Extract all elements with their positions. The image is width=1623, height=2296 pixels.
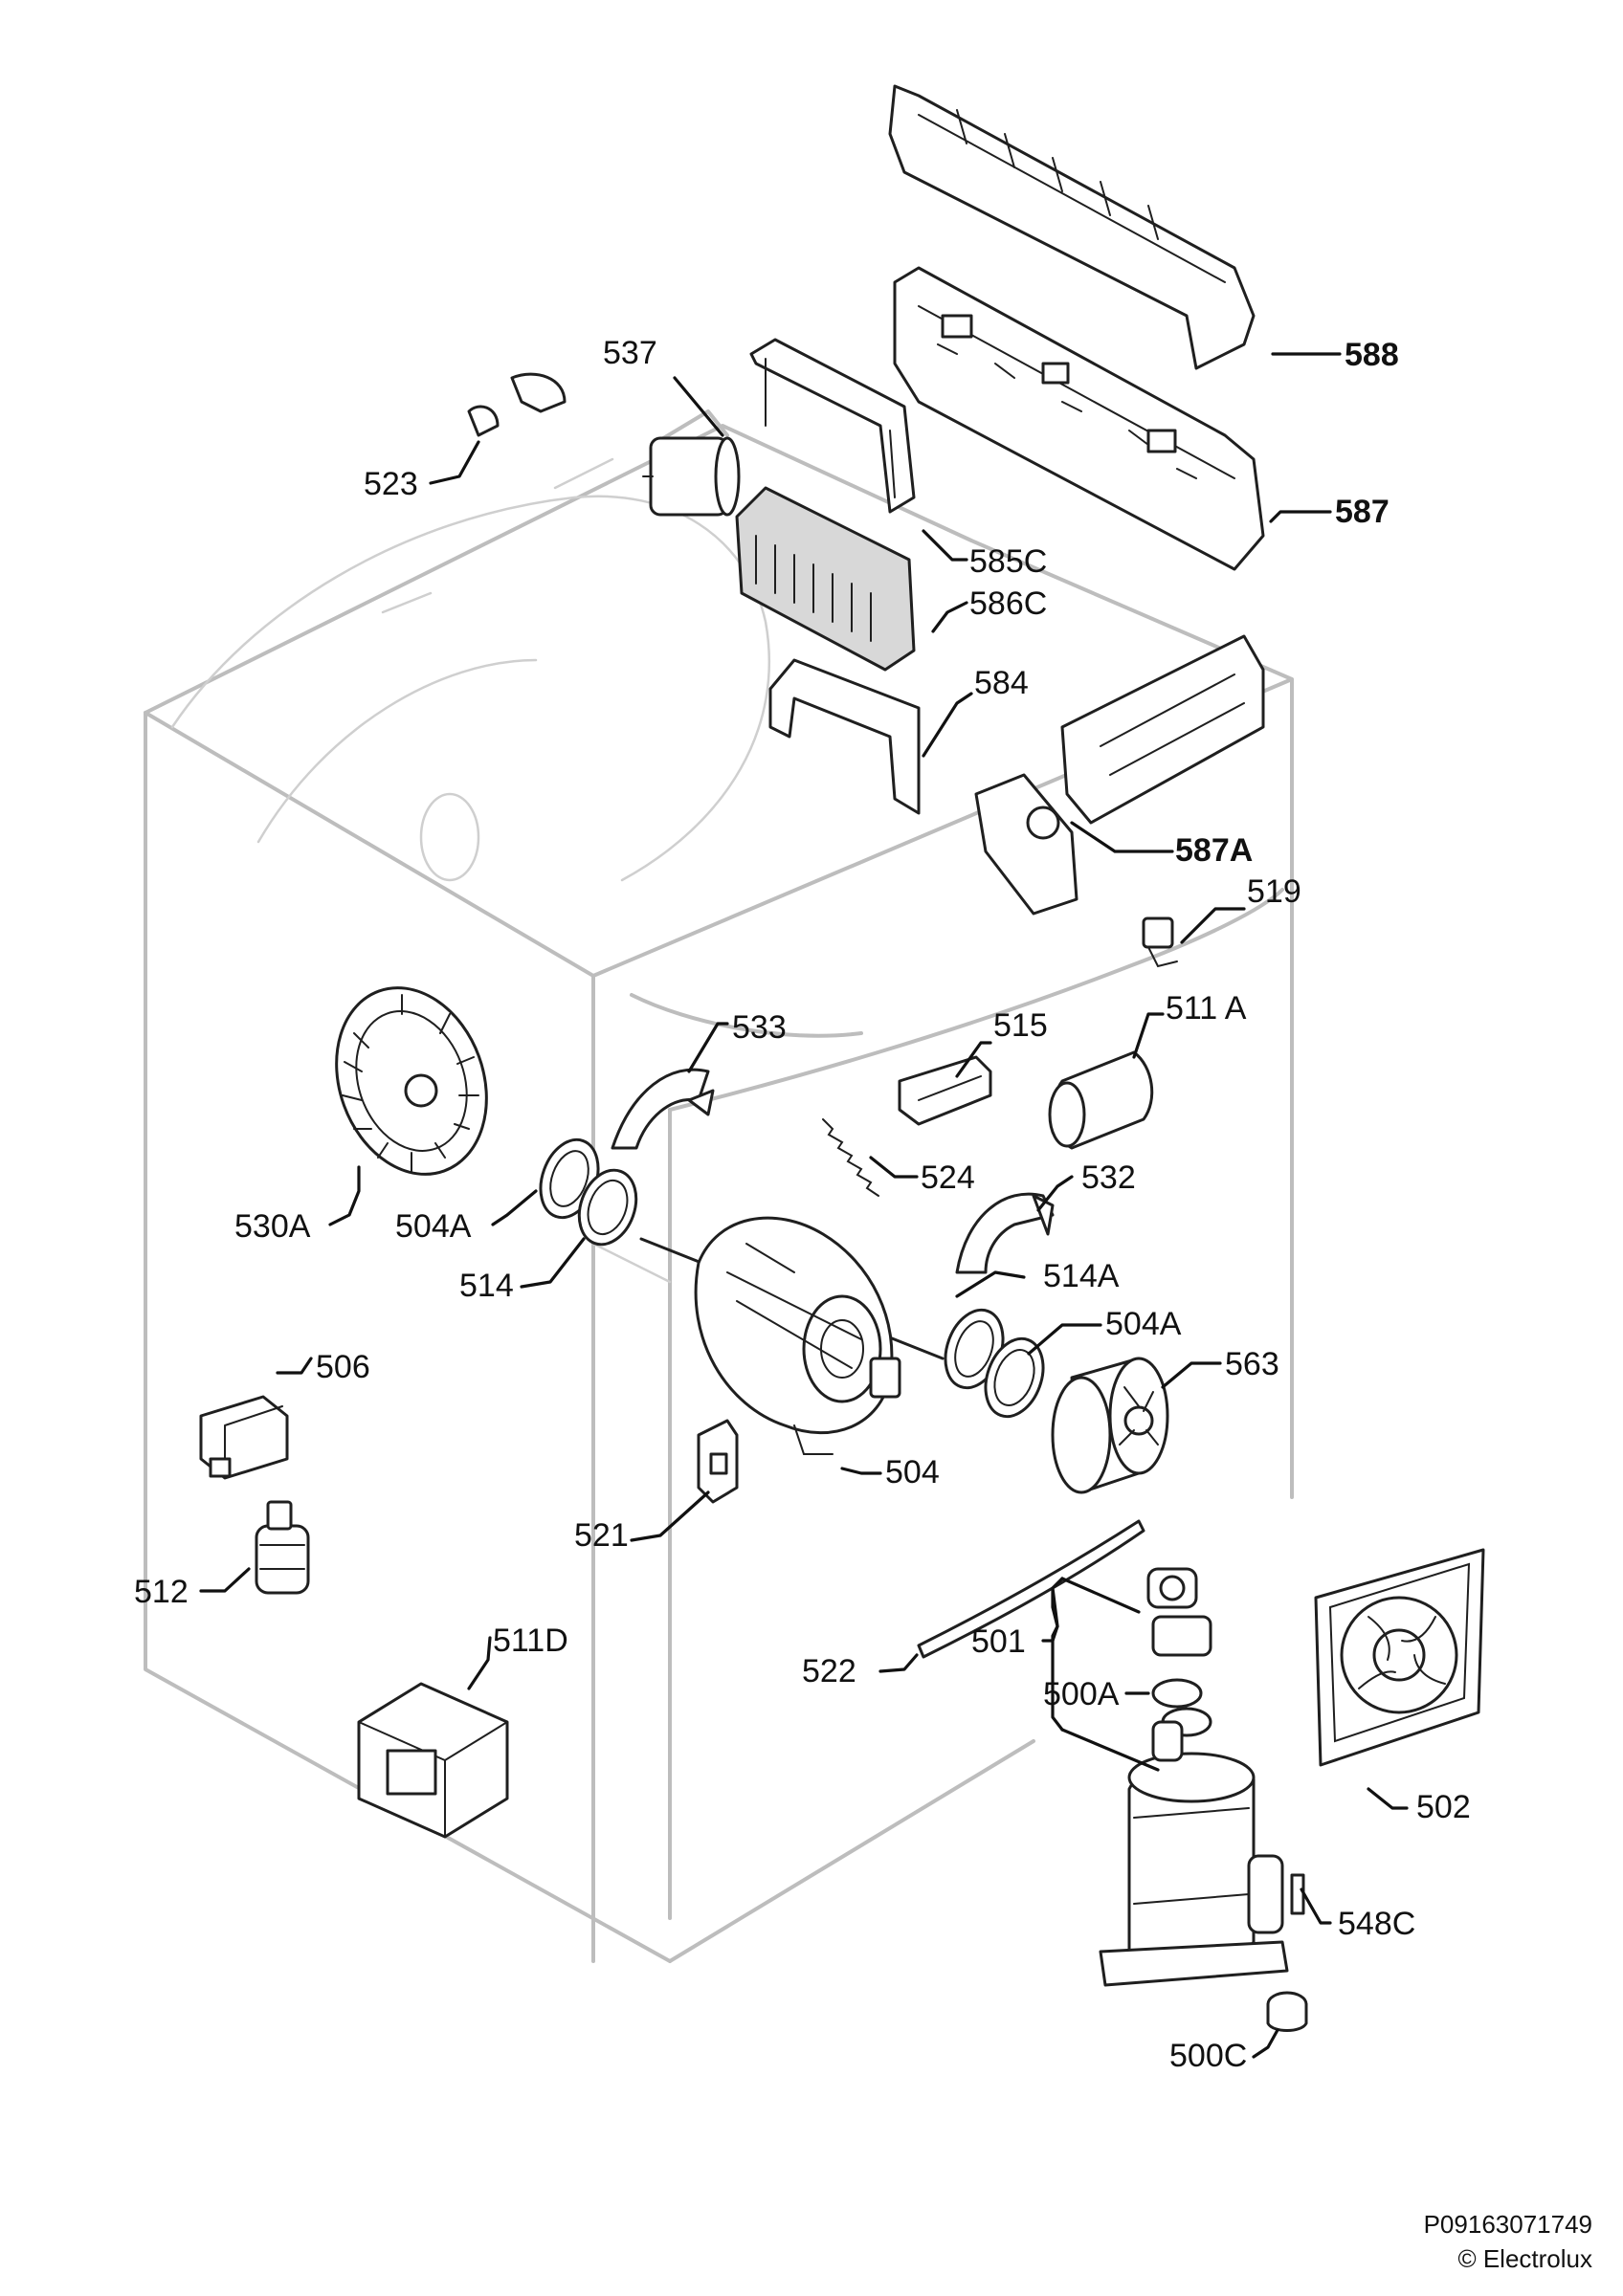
fastener-523 bbox=[467, 372, 567, 437]
label-521: 521 bbox=[574, 1517, 629, 1554]
label-511a: 511 A bbox=[1166, 990, 1247, 1027]
label-506: 506 bbox=[316, 1349, 370, 1385]
capacitor-511a bbox=[1048, 1050, 1154, 1150]
copyright-notice: © Electrolux bbox=[1457, 2244, 1592, 2273]
label-585c: 585C bbox=[969, 543, 1047, 580]
part-labels: 588 537 587 523 585C 586C 584 587A 519 5… bbox=[134, 335, 1471, 2074]
thermostat-521 bbox=[697, 1419, 739, 1504]
gasket-strip-522 bbox=[917, 1519, 1145, 1659]
spring-524 bbox=[822, 1118, 879, 1197]
label-588: 588 bbox=[1345, 337, 1399, 373]
sensor-519 bbox=[1142, 916, 1178, 968]
label-500a: 500A bbox=[1043, 1676, 1120, 1712]
label-515: 515 bbox=[993, 1007, 1048, 1044]
label-530a: 530A bbox=[234, 1208, 311, 1245]
label-504a-left: 504A bbox=[395, 1208, 472, 1245]
label-537: 537 bbox=[603, 335, 657, 371]
motor-504 bbox=[639, 1216, 945, 1455]
label-586c: 586C bbox=[969, 585, 1047, 622]
user-interface-board-587a bbox=[974, 634, 1265, 916]
pulley-563 bbox=[1051, 1357, 1169, 1494]
switch-515 bbox=[898, 1055, 992, 1126]
relay-506 bbox=[199, 1395, 289, 1480]
capacitor-537 bbox=[642, 436, 741, 517]
plug-500c bbox=[1266, 1991, 1308, 2032]
bearing-bracket-533 bbox=[611, 1068, 715, 1150]
label-524: 524 bbox=[921, 1159, 975, 1196]
label-548c: 548C bbox=[1338, 1906, 1415, 1942]
valve-501 bbox=[1146, 1567, 1212, 1657]
diagram-code: P09163071749 bbox=[1423, 2210, 1592, 2239]
bearing-bracket-532 bbox=[955, 1192, 1055, 1274]
label-519: 519 bbox=[1247, 873, 1301, 910]
filter-capacitor-512 bbox=[255, 1500, 310, 1595]
label-514a: 514A bbox=[1043, 1258, 1120, 1294]
label-523: 523 bbox=[364, 466, 418, 502]
label-504a-right: 504A bbox=[1105, 1306, 1182, 1342]
label-587a: 587A bbox=[1175, 832, 1253, 869]
label-514: 514 bbox=[459, 1268, 514, 1304]
dryer-cabinet-outline bbox=[144, 409, 1294, 1963]
label-563: 563 bbox=[1225, 1346, 1279, 1382]
main-board-587 bbox=[893, 266, 1265, 571]
fan-wheel-530a bbox=[335, 986, 488, 1176]
transformer-511d bbox=[357, 1682, 509, 1839]
label-584: 584 bbox=[974, 665, 1029, 701]
seal-rings-504a-514 bbox=[539, 1137, 638, 1247]
label-511d: 511D bbox=[493, 1623, 568, 1659]
label-500c: 500C bbox=[1169, 2038, 1247, 2074]
leader-lines bbox=[199, 352, 1409, 2059]
label-587: 587 bbox=[1335, 494, 1390, 530]
seal-rings-500a bbox=[1151, 1678, 1212, 1737]
compressor-500 bbox=[1099, 1720, 1305, 1987]
cooling-fan-502 bbox=[1314, 1548, 1485, 1767]
top-cover-588 bbox=[888, 84, 1256, 370]
heatsink-586c bbox=[735, 486, 916, 672]
label-504: 504 bbox=[885, 1454, 940, 1490]
label-502: 502 bbox=[1416, 1789, 1471, 1825]
seal-rings-514a-504a bbox=[944, 1308, 1045, 1419]
label-533: 533 bbox=[732, 1009, 787, 1046]
cover-585c bbox=[749, 338, 916, 514]
label-522: 522 bbox=[802, 1653, 856, 1689]
bracket-584 bbox=[768, 658, 921, 815]
label-512: 512 bbox=[134, 1574, 189, 1610]
label-501: 501 bbox=[971, 1623, 1026, 1660]
label-532: 532 bbox=[1081, 1159, 1136, 1196]
